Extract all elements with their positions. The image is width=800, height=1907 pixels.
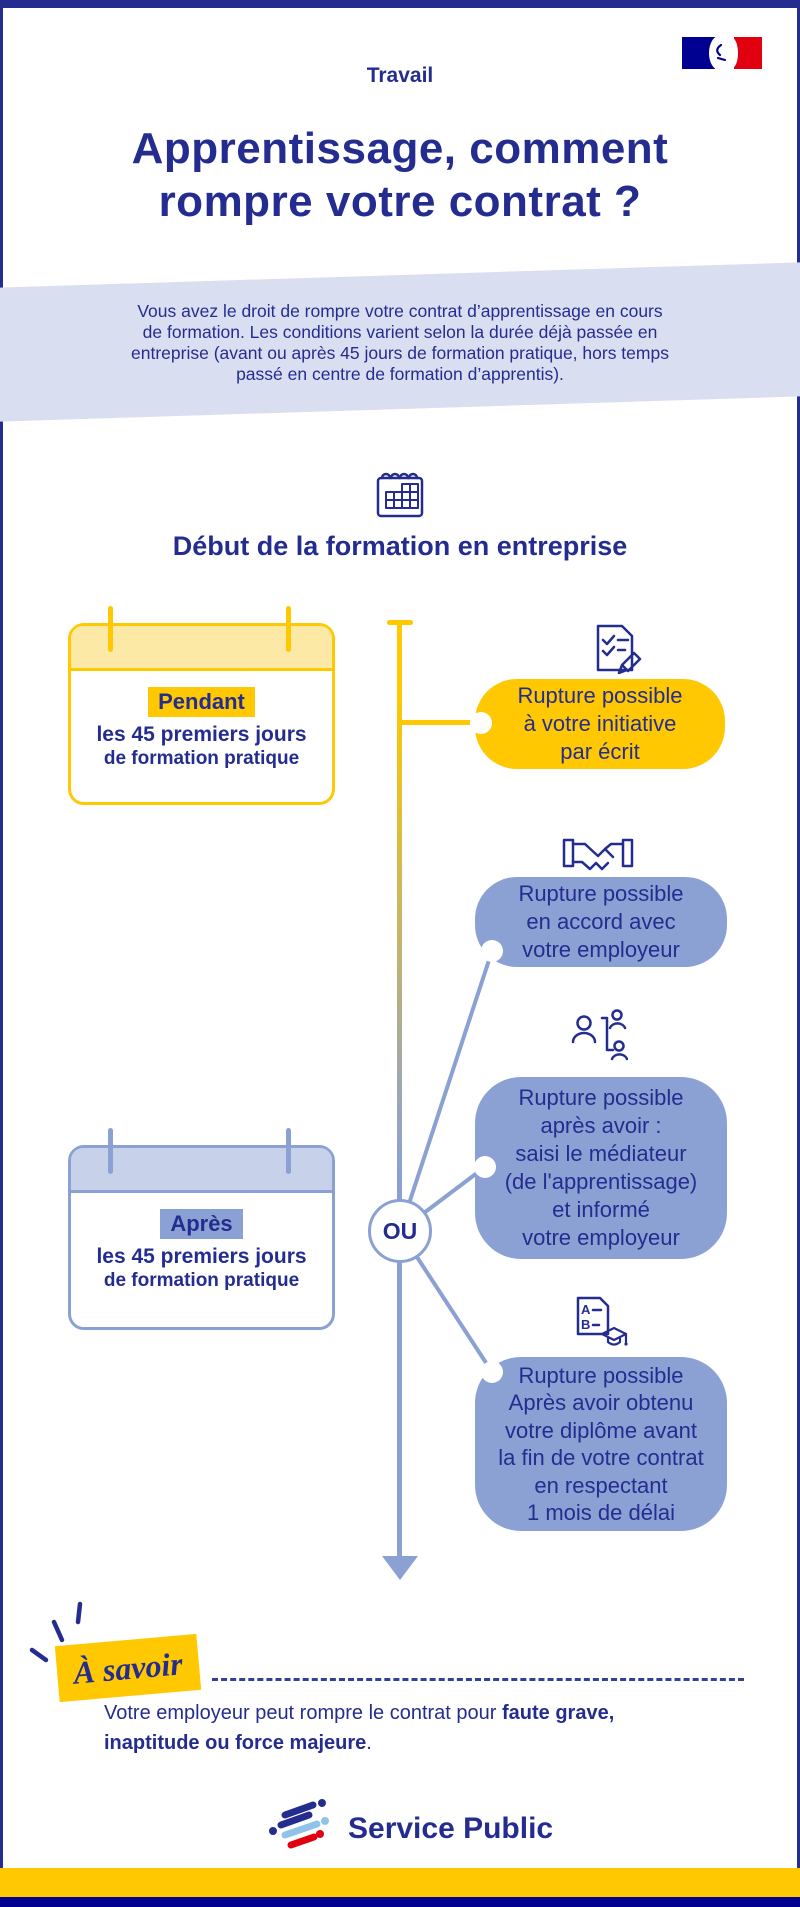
footer-blue-band <box>0 1897 800 1907</box>
timeline-line <box>397 620 402 1565</box>
calendar-pin-icon <box>286 1128 291 1174</box>
document-check-pencil-icon <box>588 620 646 678</box>
calendar-pin-icon <box>108 1128 113 1174</box>
period-line2: de formation pratique <box>103 1270 300 1291</box>
connector-dot <box>481 1361 503 1383</box>
intro-text: Vous avez le droit de rompre votre contr… <box>131 301 669 384</box>
connector-bubble-1 <box>402 720 478 725</box>
svg-text:A: A <box>581 1302 591 1317</box>
period-highlight: Pendant <box>148 687 255 717</box>
period-card-apres: Après les 45 premiers jours de formation… <box>68 1128 335 1330</box>
page-border-top <box>0 0 800 8</box>
svg-text:B: B <box>581 1317 590 1332</box>
period-line1: les 45 premiers jours <box>96 723 307 746</box>
ministry-label: Travail <box>366 64 434 87</box>
calendar-icon <box>372 466 428 522</box>
note-bold: faute grave, <box>502 1702 615 1724</box>
or-node: OU <box>368 1199 432 1263</box>
french-republic-flag-icon <box>682 37 762 69</box>
service-public-mark-icon <box>268 1798 338 1854</box>
rupture-bubble-1: Rupture possible à votre initiative par … <box>475 679 725 769</box>
note-bold: inaptitude ou force majeure <box>104 1732 367 1754</box>
page-border-right <box>797 0 800 1868</box>
period-line1: les 45 premiers jours <box>96 1245 307 1268</box>
service-public-brand: Service Public <box>348 1812 554 1845</box>
employer-note: Votre employeur peut rompre le contrat p… <box>104 1698 744 1758</box>
calendar-pin-icon <box>108 606 113 652</box>
rupture-bubble-3: Rupture possible après avoir : saisi le … <box>475 1077 727 1259</box>
connector-dot <box>481 940 503 962</box>
sparkle-icon <box>29 1601 83 1663</box>
connector-dot <box>474 1156 496 1178</box>
timeline-arrow-icon <box>382 1556 418 1580</box>
calendar-pin-icon <box>286 606 291 652</box>
mediator-people-icon <box>570 1008 628 1064</box>
page-border-left <box>0 0 3 1868</box>
note-text: . <box>366 1732 372 1754</box>
rupture-bubble-2: Rupture possible en accord avec votre em… <box>475 877 727 967</box>
dashed-divider <box>212 1678 744 1681</box>
rupture-bubble-4: Rupture possible Après avoir obtenu votr… <box>475 1357 727 1531</box>
handshake-icon <box>562 830 634 876</box>
note-text: Votre employeur peut rompre le contrat p… <box>104 1702 502 1724</box>
a-savoir-badge: À savoir <box>54 1633 202 1703</box>
period-card-pendant: Pendant les 45 premiers jours de formati… <box>68 606 335 805</box>
page-title: Apprentissage, comment rompre votre cont… <box>131 124 669 226</box>
period-highlight: Après <box>160 1209 243 1239</box>
period-line2: de formation pratique <box>103 748 300 769</box>
connector-dot <box>470 712 492 734</box>
section-heading: Début de la formation en entreprise <box>172 531 628 561</box>
diploma-graduation-icon: A B <box>570 1292 628 1350</box>
footer-yellow-band <box>0 1868 800 1897</box>
